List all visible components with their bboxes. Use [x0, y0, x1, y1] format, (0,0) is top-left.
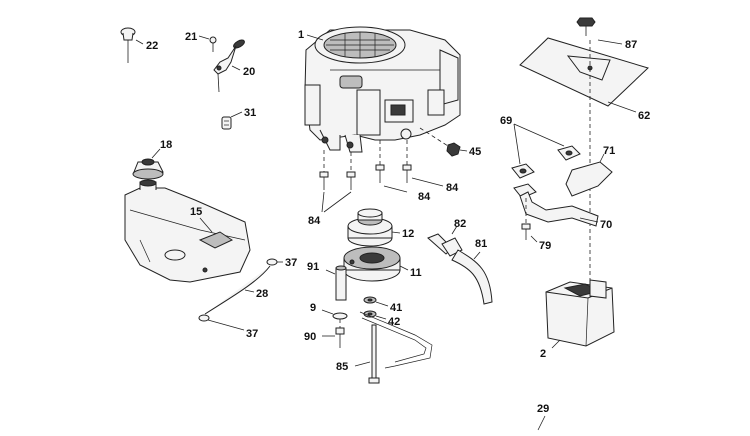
- part-37-clamp-upper: [266, 258, 283, 266]
- callout-91: 91: [307, 261, 319, 273]
- callout-2: 2: [540, 348, 546, 360]
- callout-87: 87: [625, 39, 637, 51]
- part-90-bolt: [322, 319, 345, 348]
- callout-37-b: 37: [246, 328, 258, 340]
- part-37-clamp-lower: [198, 314, 245, 331]
- callout-84-b: 84: [418, 191, 431, 203]
- part-20-throttle-bracket: [209, 36, 245, 93]
- callout-11: 11: [410, 267, 422, 279]
- callout-31: 31: [244, 107, 256, 119]
- part-15-fuel-tank: [124, 179, 251, 283]
- callout-20: 20: [243, 66, 255, 78]
- part-87-bolt: [576, 17, 623, 45]
- callout-41: 41: [390, 302, 402, 314]
- callout-37-a: 37: [285, 257, 297, 269]
- part-71-pipe: [565, 153, 613, 197]
- part-45-nut: [446, 142, 468, 157]
- part-91-spacer: [325, 265, 347, 301]
- callout-70: 70: [600, 219, 612, 231]
- part-85-bolt-and-rod: [354, 311, 433, 384]
- callout-1: 1: [298, 29, 304, 41]
- part-62-heat-shield: [519, 37, 649, 113]
- part-31-clip: [221, 111, 243, 130]
- callout-84-c: 84: [446, 182, 459, 194]
- callout-29: 29: [537, 403, 549, 415]
- part-11-clutch: [343, 246, 409, 282]
- part-42-washer: [363, 310, 387, 320]
- part-69-gaskets: [511, 123, 581, 199]
- part-84-bolts: [319, 140, 444, 213]
- callout-12: 12: [402, 228, 414, 240]
- part-18-fuel-cap: [132, 148, 164, 180]
- callout-62: 62: [638, 110, 650, 122]
- part-2-muffler: [545, 279, 615, 349]
- callout-71: 71: [603, 145, 615, 157]
- part-79-bolt: [521, 198, 538, 243]
- part-1-engine: [304, 26, 461, 153]
- callout-45: 45: [469, 146, 481, 158]
- part-12-pulley: [347, 208, 401, 247]
- callout-9: 9: [310, 302, 316, 314]
- part-9-washer: [321, 309, 348, 320]
- callout-81: 81: [475, 238, 487, 250]
- callout-79: 79: [539, 240, 551, 252]
- callout-21: 21: [185, 31, 197, 43]
- callout-18: 18: [160, 139, 172, 151]
- callout-22: 22: [146, 40, 158, 52]
- callout-84-a: 84: [308, 215, 321, 227]
- callout-90: 90: [304, 331, 316, 343]
- callout-15: 15: [190, 206, 202, 218]
- part-81-hose: [451, 249, 493, 305]
- callout-69: 69: [500, 115, 512, 127]
- part-28-fuel-line: [204, 265, 271, 315]
- callout-28: 28: [256, 288, 268, 300]
- part-22-dipstick: [120, 27, 144, 63]
- callout-85: 85: [336, 361, 348, 373]
- part-41-washer: [363, 296, 389, 307]
- part-70-pipe: [519, 191, 599, 227]
- callout-82: 82: [454, 218, 466, 230]
